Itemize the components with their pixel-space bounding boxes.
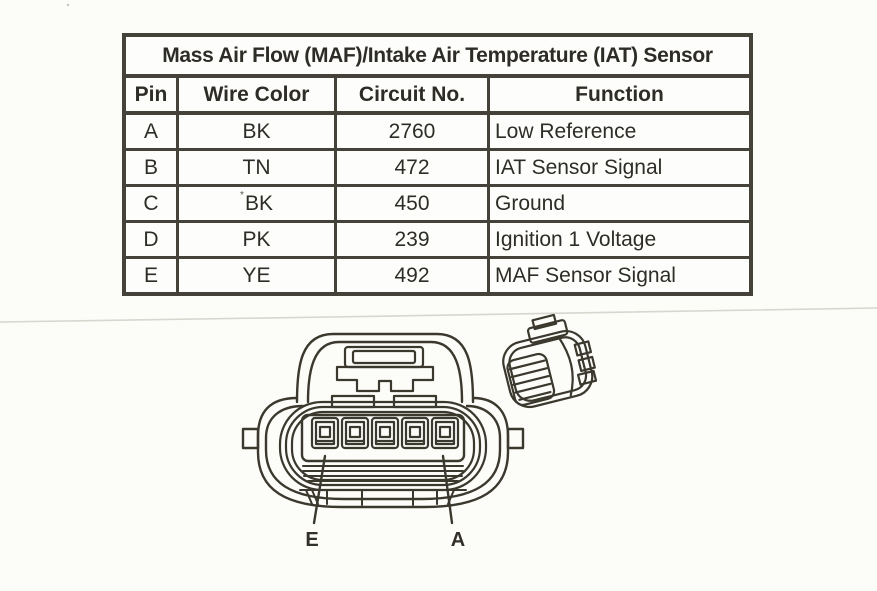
wire-color-cell: *BK — [179, 187, 337, 220]
connector-front-view: E A — [241, 332, 525, 551]
body-outline-inner — [264, 404, 502, 501]
circuit-cell: 492 — [337, 259, 490, 292]
wire-color-cell: BK — [179, 115, 337, 148]
table-row: C *BK 450 Ground — [126, 187, 749, 223]
pinout-table: Mass Air Flow (MAF)/Intake Air Temperatu… — [122, 33, 753, 296]
pin-cell: C — [126, 187, 179, 220]
pin-cavity-d — [340, 416, 370, 450]
pin-label-e: E — [305, 529, 318, 551]
function-cell: MAF Sensor Signal — [495, 264, 676, 287]
pin-cavity-e — [310, 416, 340, 450]
wire-color-cell: YE — [179, 259, 337, 292]
pin-label-a: A — [451, 529, 465, 551]
latch — [330, 345, 438, 409]
table-row: E YE 492 MAF Sensor Signal — [126, 259, 749, 292]
leader-line-a — [441, 454, 454, 525]
header-pin: Pin — [126, 78, 179, 111]
function-cell: Low Reference — [495, 120, 637, 143]
latch-tower-inner — [306, 340, 464, 404]
table-row: D PK 239 Ignition 1 Voltage — [126, 223, 749, 259]
header-wire-color: Wire Color — [179, 78, 337, 111]
wire-color-cell: TN — [179, 151, 337, 184]
leader-line-e — [312, 454, 327, 525]
circuit-cell: 450 — [337, 187, 490, 220]
circuit-cell: 2760 — [337, 115, 490, 148]
scan-artifact: * — [240, 190, 244, 201]
function-cell: IAT Sensor Signal — [495, 156, 663, 179]
pin-cavity-c — [370, 416, 400, 450]
pin-cell: B — [126, 151, 179, 184]
pin-cell: D — [126, 223, 179, 256]
terminal-carrier — [300, 413, 466, 463]
pin-cell: A — [126, 115, 179, 148]
connector-side-view — [502, 313, 598, 409]
circuit-cell: 472 — [337, 151, 490, 184]
seal-ridges — [302, 465, 464, 482]
header-circuit-no: Circuit No. — [337, 78, 490, 111]
header-function: Function — [575, 83, 664, 106]
function-cell: Ignition 1 Voltage — [495, 228, 657, 251]
pin-cavities — [310, 416, 460, 450]
wire-color-cell: PK — [179, 223, 337, 256]
table-header-row: Pin Wire Color Circuit No. Function — [126, 78, 749, 115]
table-title: Mass Air Flow (MAF)/Intake Air Temperatu… — [126, 37, 749, 78]
table-row: A BK 2760 Low Reference — [126, 115, 749, 151]
pin-cell: E — [126, 259, 179, 292]
function-cell: Ground — [495, 192, 566, 215]
side-tab-left — [241, 427, 260, 450]
body-outline-outer — [256, 396, 510, 509]
pin-cavity-b — [400, 416, 430, 450]
pin-cavity-a — [430, 416, 460, 450]
scan-seam-line — [0, 307, 877, 323]
wire-color-value: BK — [244, 192, 273, 215]
latch-tower-outer — [295, 332, 475, 404]
circuit-cell: 239 — [337, 223, 490, 256]
table-row: B TN 472 IAT Sensor Signal — [126, 151, 749, 187]
scan-speck — [66, 3, 70, 7]
side-tab-right — [506, 427, 525, 450]
